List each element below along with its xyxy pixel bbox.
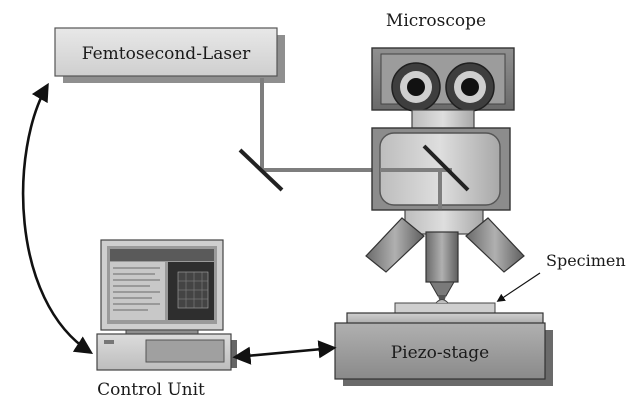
laser-control-link-arrow xyxy=(21,82,94,354)
control-unit: Control Unit xyxy=(96,239,237,400)
microscope: Microscope xyxy=(365,11,525,308)
laser-label: Femtosecond-Laser xyxy=(82,44,251,64)
mirror-right xyxy=(422,144,470,192)
mirror-left xyxy=(238,148,284,192)
control-stage-link-arrow xyxy=(232,340,337,365)
stage-label: Piezo-stage xyxy=(391,343,490,363)
objective-right xyxy=(465,217,525,273)
femtosecond-laser-box: Femtosecond-Laser xyxy=(54,27,285,83)
piezo-stage: Piezo-stage xyxy=(334,312,553,386)
eyepiece-left-icon xyxy=(391,62,441,112)
specimen-label: Specimen xyxy=(546,251,626,270)
objective-center xyxy=(425,231,459,283)
monitor-icon xyxy=(100,239,224,337)
control-unit-label: Control Unit xyxy=(97,380,205,400)
eyepiece-right-icon xyxy=(445,62,495,112)
microscope-label: Microscope xyxy=(386,11,486,31)
objective-left xyxy=(365,217,425,273)
computer-case-icon xyxy=(96,333,237,371)
